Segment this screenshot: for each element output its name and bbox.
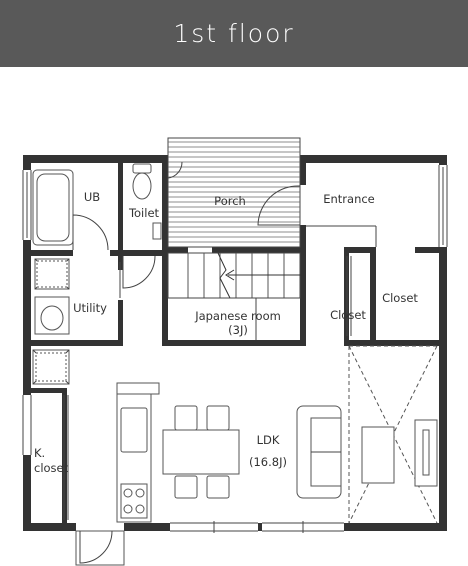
kitchen-counter bbox=[116, 382, 160, 523]
dining-set bbox=[162, 405, 240, 499]
label-k-closet-line2: closet bbox=[34, 461, 69, 475]
entrance-door bbox=[257, 185, 377, 247]
ub-door bbox=[72, 214, 109, 251]
label-closet-small: Closet bbox=[330, 308, 366, 322]
label-utility: Utility bbox=[73, 301, 107, 315]
staircase bbox=[167, 252, 306, 340]
bathtub bbox=[32, 169, 74, 246]
label-japanese-room-size: (3J) bbox=[228, 323, 248, 337]
refrigerator bbox=[32, 349, 70, 385]
back-door bbox=[75, 530, 125, 566]
floor-title-bar: 1st floor bbox=[0, 0, 468, 67]
interior-walls bbox=[23, 160, 447, 523]
label-porch: Porch bbox=[214, 194, 246, 208]
label-entrance: Entrance bbox=[323, 192, 375, 206]
label-ub: UB bbox=[84, 190, 100, 204]
stair-break-line bbox=[217, 252, 231, 299]
room-labels: UB Toilet Porch Entrance Utility Japanes… bbox=[34, 190, 418, 475]
label-ldk: LDK bbox=[257, 433, 280, 447]
windows bbox=[22, 165, 448, 533]
label-k-closet-line1: K. bbox=[34, 446, 45, 460]
toilet-door bbox=[122, 255, 156, 289]
wash-basin bbox=[34, 296, 70, 335]
washing-machine bbox=[34, 258, 70, 290]
sofa bbox=[296, 405, 342, 499]
label-ldk-size: (16.8J) bbox=[249, 455, 287, 469]
stair-arrow bbox=[225, 269, 306, 281]
porch-deck bbox=[167, 137, 301, 248]
sliding-doors bbox=[63, 256, 352, 520]
porch-frame bbox=[167, 137, 301, 248]
label-toilet: Toilet bbox=[128, 206, 160, 220]
label-closet-right: Closet bbox=[382, 291, 418, 305]
tv-unit bbox=[361, 419, 438, 487]
label-japanese-room: Japanese room bbox=[194, 309, 281, 323]
floor-title: 1st floor bbox=[173, 19, 295, 48]
porch-door bbox=[167, 161, 183, 179]
toilet-fixture bbox=[132, 163, 162, 240]
